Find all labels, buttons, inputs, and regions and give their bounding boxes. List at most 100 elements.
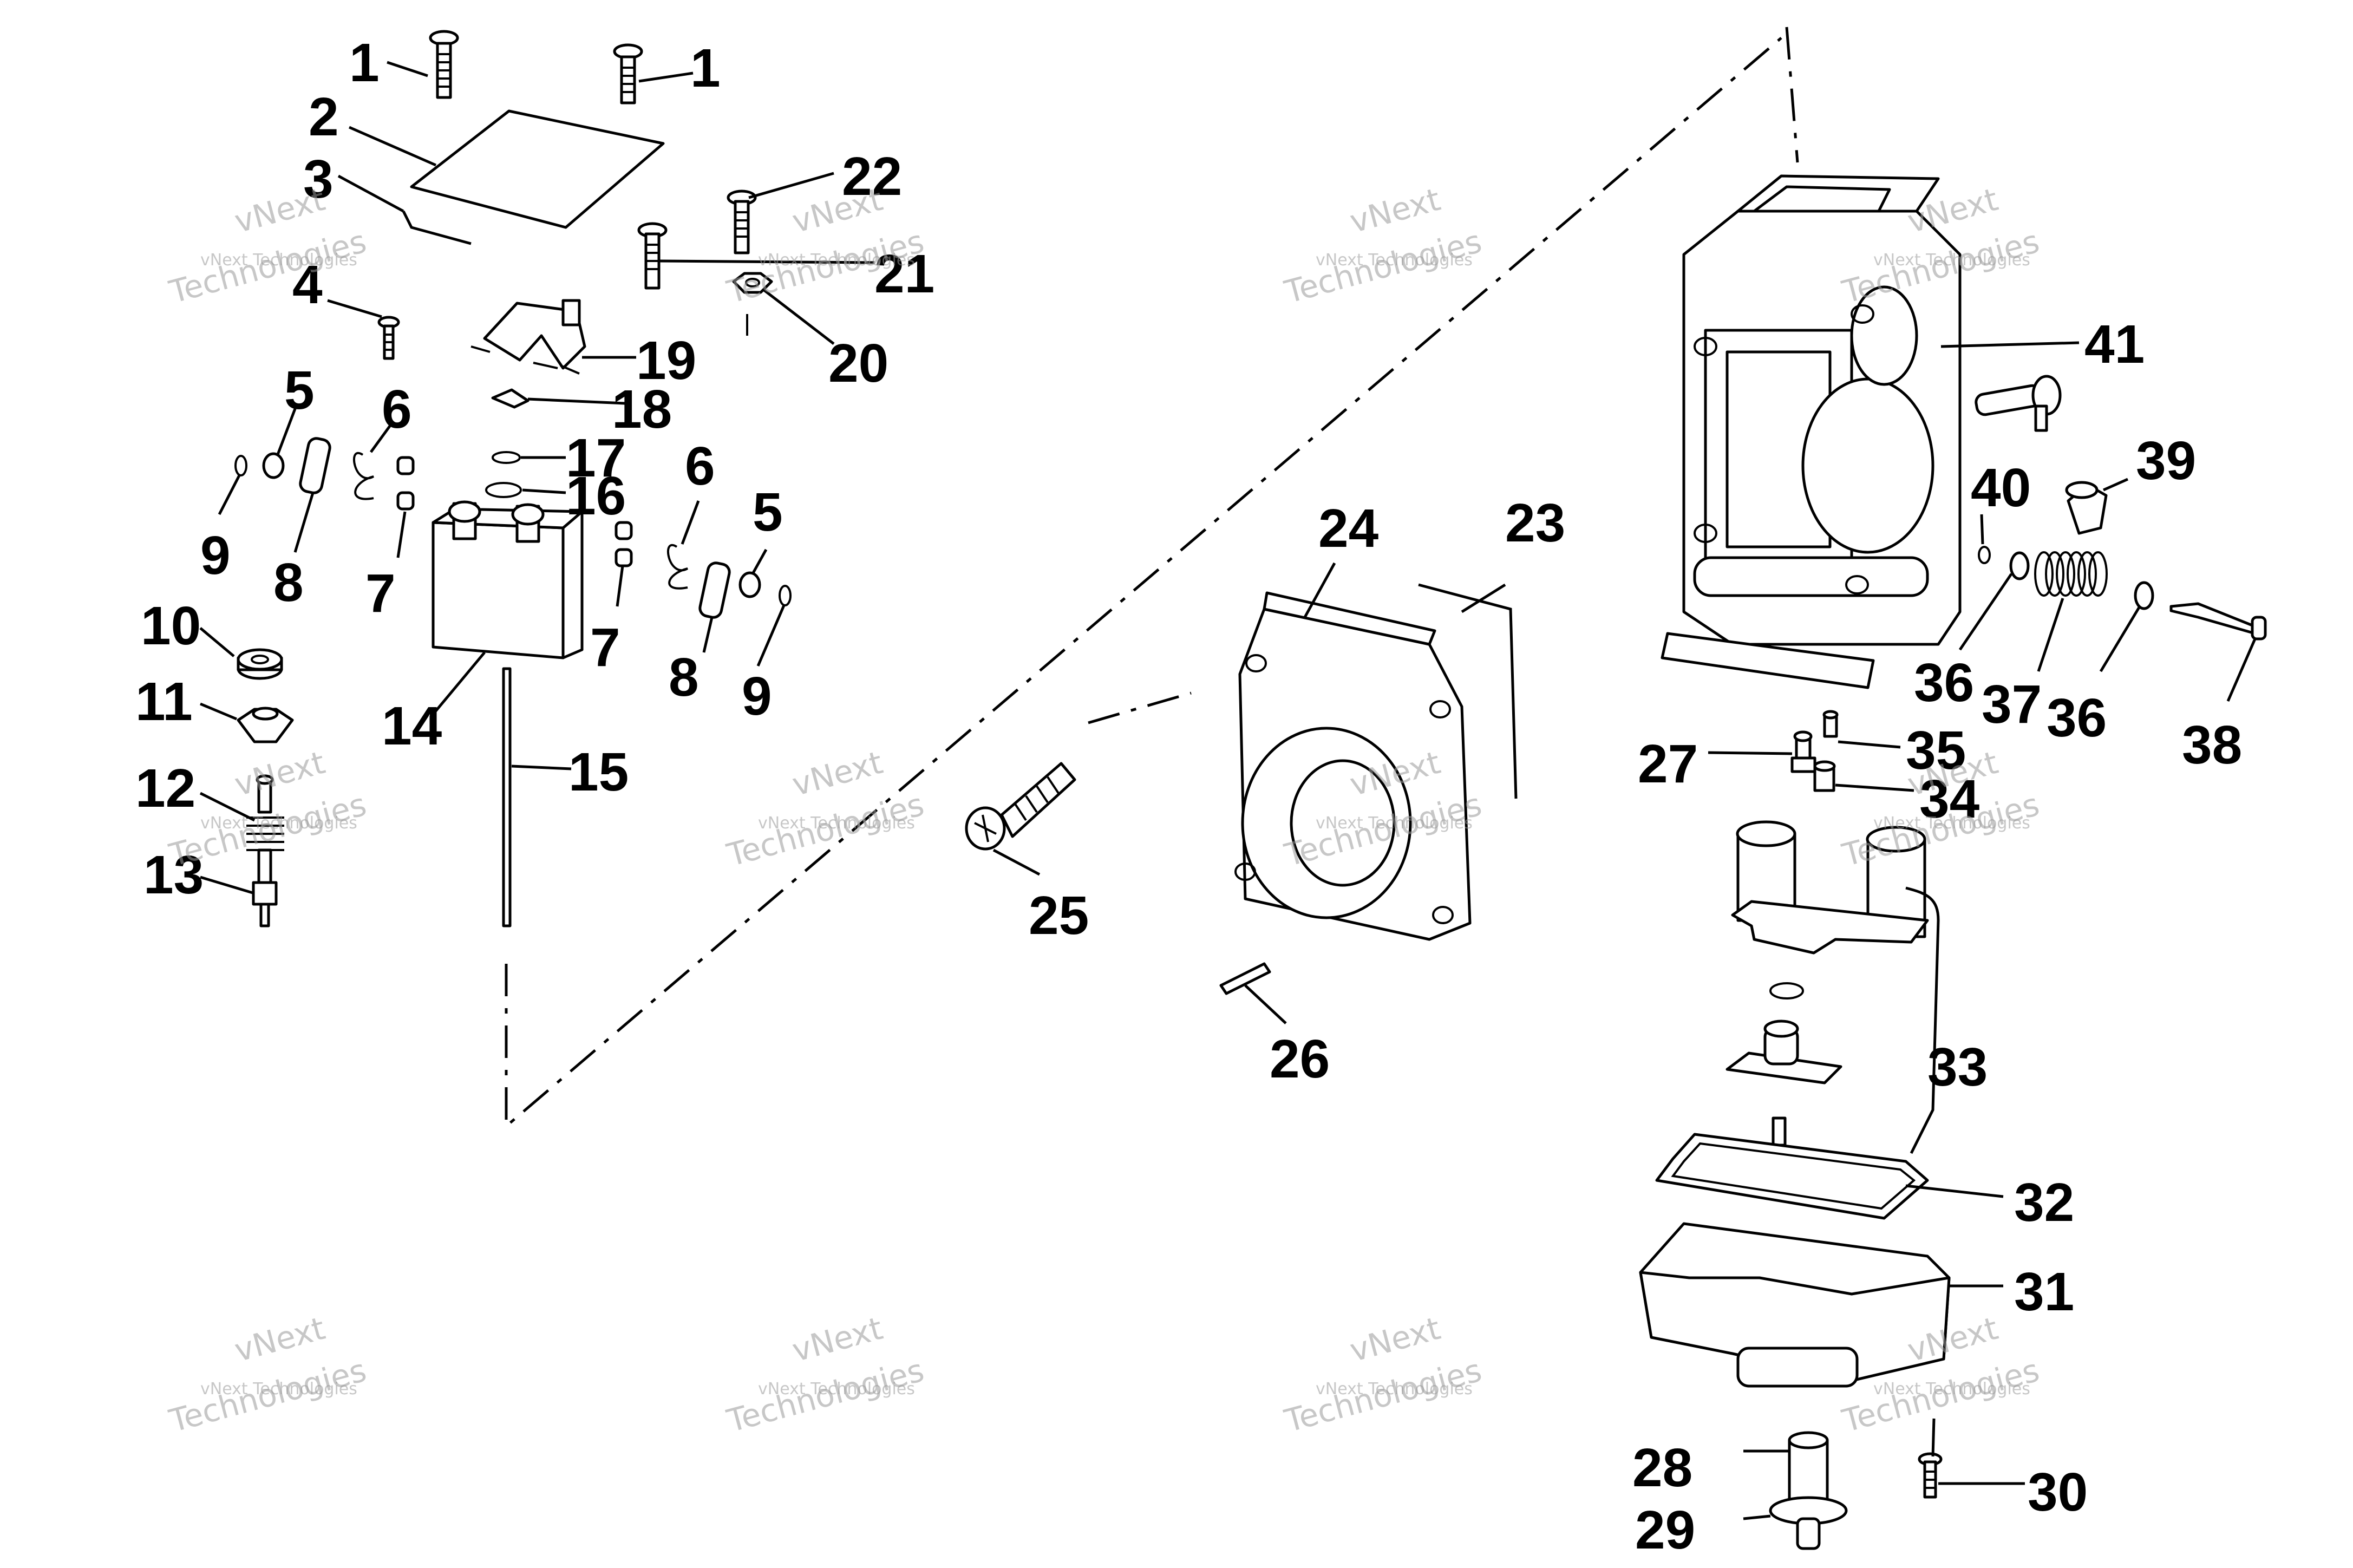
nut-10 <box>237 648 283 680</box>
float-bowl <box>1639 1222 1951 1388</box>
screw-part-1b <box>613 43 643 104</box>
bushing-7a <box>396 456 415 475</box>
spring-37 <box>2034 551 2108 597</box>
bushing-7d <box>615 548 633 567</box>
jet-needle <box>502 667 512 927</box>
long-screw-25 <box>965 762 1076 851</box>
circlip-9a <box>234 455 247 476</box>
screw-21 <box>637 222 668 290</box>
svg-text:vNext Technologies: vNext Technologies <box>1316 814 1473 833</box>
callout-39: 39 <box>2136 430 2196 491</box>
hex-nut-11 <box>237 707 294 743</box>
callout-13: 13 <box>143 845 204 905</box>
callout-5a: 5 <box>284 360 315 421</box>
callout-24: 24 <box>1318 498 1379 559</box>
watermark-1: vNext vNext Technologies Technologies <box>165 181 370 311</box>
pilot-screw-38 <box>2169 602 2267 641</box>
link-8a <box>299 437 331 494</box>
nut-20 <box>732 272 773 336</box>
washer-36b <box>2134 581 2154 610</box>
callout-1b: 1 <box>690 38 721 99</box>
float-assembly <box>1725 820 1929 1147</box>
bowl-gasket <box>1655 1133 1929 1220</box>
callout-11: 11 <box>135 671 193 732</box>
callout-5b: 5 <box>753 482 783 543</box>
callout-25: 25 <box>1029 885 1089 946</box>
svg-text:vNext: vNext <box>788 744 886 803</box>
elbow-fitting-41 <box>1975 375 2062 432</box>
idle-screw-assembly <box>246 774 284 927</box>
callout-36b: 36 <box>2047 688 2107 748</box>
callout-16: 16 <box>566 466 626 526</box>
svg-text:vNext Technologies: vNext Technologies <box>1316 1380 1473 1399</box>
callout-6a: 6 <box>382 379 412 440</box>
carburetor-body <box>1661 174 1962 689</box>
callout-41: 41 <box>2084 314 2145 375</box>
assembly-lines <box>505 27 1799 1129</box>
washer-40 <box>1978 546 1991 564</box>
callout-14: 14 <box>382 696 442 756</box>
callout-34: 34 <box>1919 769 1980 829</box>
washer-5b <box>738 571 761 598</box>
callout-36a: 36 <box>1914 652 1974 713</box>
screw-part-1a <box>429 30 459 99</box>
callout-30: 30 <box>2028 1462 2088 1523</box>
callout-19: 19 <box>636 330 696 391</box>
callout-9a: 9 <box>200 525 231 586</box>
svg-text:vNext Technologies: vNext Technologies <box>758 251 915 270</box>
callout-labels: 1 1 2 3 4 5 6 7 8 9 10 11 12 13 14 15 16… <box>135 32 2242 1560</box>
svg-text:vNext Technologies: vNext Technologies <box>200 814 357 833</box>
callout-28: 28 <box>1632 1438 1692 1498</box>
left-assembly <box>234 30 792 927</box>
center-assembly <box>965 583 1518 995</box>
clip-18 <box>491 388 530 409</box>
callout-27: 27 <box>1638 734 1698 794</box>
callout-10: 10 <box>141 596 201 656</box>
washer-36a <box>2009 551 2030 580</box>
svg-text:vNext: vNext <box>1346 181 1444 240</box>
callout-7a: 7 <box>365 563 396 624</box>
callout-3: 3 <box>303 149 334 210</box>
callout-8b: 8 <box>669 647 699 708</box>
svg-text:vNext Technologies: vNext Technologies <box>1873 1380 2030 1399</box>
throttle-plate-24 <box>1234 591 1472 941</box>
svg-text:vNext Technologies: vNext Technologies <box>1873 814 2030 833</box>
callout-26: 26 <box>1270 1029 1330 1089</box>
svg-text:vNext: vNext <box>231 1310 329 1369</box>
watermark-3: vNext vNext Technologies Technologies <box>1280 181 1485 311</box>
callout-18: 18 <box>612 379 672 440</box>
screw-22 <box>727 190 757 254</box>
callout-12: 12 <box>135 758 195 819</box>
link-8b <box>698 561 731 619</box>
gasket-23 <box>1418 583 1518 799</box>
callout-37: 37 <box>1982 674 2042 735</box>
drain-fitting <box>1769 1431 1848 1550</box>
svg-text:vNext Technologies: vNext Technologies <box>1873 251 2030 270</box>
callout-6b: 6 <box>685 436 715 496</box>
watermark-9: vNext vNext Technologies Technologies <box>165 1310 370 1440</box>
callout-21: 21 <box>874 244 934 304</box>
washer-5a <box>262 452 285 479</box>
bracket <box>470 299 586 375</box>
svg-text:vNext Technologies: vNext Technologies <box>758 1380 915 1399</box>
callout-8a: 8 <box>273 552 304 613</box>
svg-text:vNext Technologies: vNext Technologies <box>200 1380 357 1399</box>
svg-text:vNext Technologies: vNext Technologies <box>1316 251 1473 270</box>
callout-7b: 7 <box>590 617 620 678</box>
pin-26 <box>1219 962 1271 995</box>
callout-1a: 1 <box>349 32 380 93</box>
spring-clip-6b <box>666 544 688 590</box>
bushing-7c <box>615 521 633 540</box>
callout-9b: 9 <box>742 666 772 727</box>
callout-38: 38 <box>2182 715 2242 775</box>
cover-plate <box>410 109 665 229</box>
callout-2: 2 <box>309 87 339 147</box>
cover-gasket <box>402 210 472 245</box>
callout-33: 33 <box>1927 1037 1988 1097</box>
oring-16 <box>485 482 522 498</box>
callout-20: 20 <box>828 333 888 394</box>
ring-17 <box>492 451 521 464</box>
spring-clip-6a <box>352 452 374 500</box>
svg-text:vNext: vNext <box>1346 1310 1444 1369</box>
